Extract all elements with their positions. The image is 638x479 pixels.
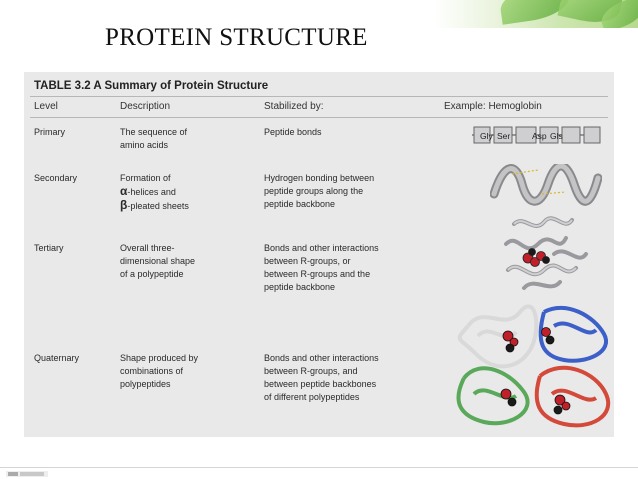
stabilized-line: peptide backbone — [264, 282, 336, 292]
primary-structure-chain-illustration: Gly Ser Asp Gls — [472, 126, 601, 144]
table-row-tertiary-description: Overall three- dimensional shape of a po… — [120, 242, 195, 281]
table-row-tertiary-stabilized: Bonds and other interactions between R-g… — [264, 242, 379, 294]
description-line-beta: β-pleated sheets — [120, 198, 189, 212]
table-row-primary-description: The sequence of amino acids — [120, 126, 187, 152]
description-line: combinations of — [120, 366, 184, 376]
alpha-helix-illustration — [490, 164, 602, 206]
footer-divider — [0, 467, 638, 468]
decorative-leaf-banner — [0, 0, 638, 28]
amino-acid-block — [473, 126, 491, 144]
stabilized-line: Hydrogen bonding between — [264, 173, 375, 183]
table-header-divider — [30, 96, 608, 97]
amino-acid-label: Asp — [532, 131, 547, 141]
quaternary-structure-illustration — [456, 304, 611, 428]
subunit-green — [456, 366, 530, 426]
footer-logo-icon — [6, 471, 48, 477]
table-row-quaternary-stabilized: Bonds and other interactions between R-g… — [264, 352, 379, 404]
table-row-quaternary-level: Quaternary — [34, 353, 80, 363]
amino-acid-block — [539, 126, 559, 144]
table-row-secondary-level: Secondary — [34, 173, 78, 183]
description-line: Shape produced by — [120, 353, 199, 363]
description-line: Overall three- — [120, 243, 175, 253]
stabilized-line: Bonds and other interactions — [264, 243, 379, 253]
amino-acid-block — [583, 126, 601, 144]
amino-acid-label: Gls — [550, 131, 563, 141]
description-line: dimensional shape — [120, 256, 196, 266]
subunit-red — [534, 365, 611, 428]
tertiary-structure-illustration — [504, 216, 588, 290]
stabilized-line: between peptide backbones — [264, 379, 377, 389]
table-header-divider — [30, 117, 608, 118]
header-example: Example: Hemoglobin — [444, 101, 542, 112]
amino-acid-label: Ser — [497, 131, 510, 141]
description-line-alpha: α-helices and — [120, 184, 176, 198]
amino-acid-block — [515, 126, 537, 144]
amino-acid-block — [561, 126, 581, 144]
stabilized-line: of different polypeptides — [264, 392, 360, 402]
header-description: Description — [120, 101, 171, 112]
table-row-quaternary-description: Shape produced by combinations of polype… — [120, 352, 198, 391]
description-line: Formation of — [120, 173, 171, 183]
heme-group — [500, 327, 571, 415]
stabilized-line: Peptide bonds — [264, 127, 322, 137]
stabilized-line: Bonds and other interactions — [264, 353, 379, 363]
amino-acid-block — [493, 126, 513, 144]
amino-acid-label: Gly — [480, 131, 494, 141]
beta-symbol: β — [120, 198, 128, 212]
subunit-blue — [538, 305, 608, 363]
heme-group — [522, 248, 550, 267]
table-row-secondary-description: Formation of α-helices and β-pleated she… — [120, 172, 189, 213]
table-row-primary-level: Primary — [34, 127, 65, 137]
stabilized-line: between R-groups, and — [264, 366, 358, 376]
protein-structure-table: TABLE 3.2 A Summary of Protein Structure… — [24, 72, 614, 437]
table-row-tertiary-level: Tertiary — [34, 243, 64, 253]
slide-title: PROTEIN STRUCTURE — [105, 24, 368, 51]
alpha-symbol: α — [120, 184, 128, 198]
stabilized-line: peptide groups along the — [264, 186, 364, 196]
description-line: polypeptides — [120, 379, 171, 389]
stabilized-line: peptide backbone — [264, 199, 336, 209]
table-row-primary-stabilized: Peptide bonds — [264, 126, 322, 139]
subunit-white — [457, 304, 539, 369]
description-line: The sequence of — [120, 127, 188, 137]
stabilized-line: between R-groups, or — [264, 256, 351, 266]
table-caption: TABLE 3.2 A Summary of Protein Structure — [34, 80, 269, 92]
header-stabilized-by: Stabilized by: — [264, 101, 324, 112]
description-line: amino acids — [120, 140, 169, 150]
description-line: of a polypeptide — [120, 269, 184, 279]
header-level: Level — [34, 101, 58, 112]
stabilized-line: between R-groups and the — [264, 269, 371, 279]
table-row-secondary-stabilized: Hydrogen bonding between peptide groups … — [264, 172, 374, 211]
